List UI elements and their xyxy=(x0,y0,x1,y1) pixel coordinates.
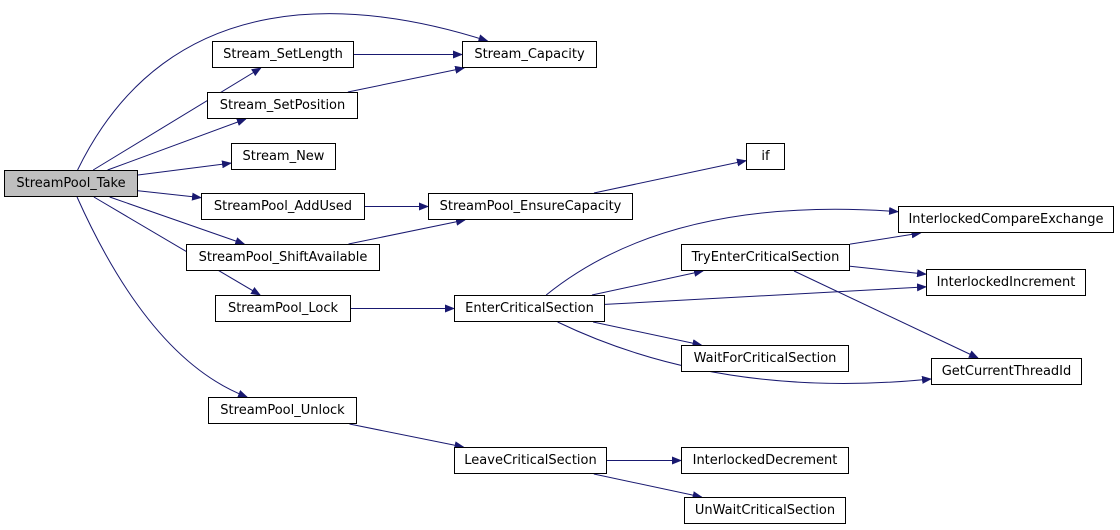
edge-enter-to-icx xyxy=(545,206,899,296)
edge-leave-to-unwait xyxy=(593,473,703,500)
node-stream-setlength[interactable]: Stream_SetLength xyxy=(212,41,354,68)
edge-enter-to-tryenter xyxy=(591,268,705,296)
edge-ensure-to-if xyxy=(593,158,747,194)
node-getcurrentthreadid[interactable]: GetCurrentThreadId xyxy=(931,358,1082,385)
node-streampool-ensurecapacity[interactable]: StreamPool_EnsureCapacity xyxy=(428,193,633,220)
edge-unlock-to-leave xyxy=(349,423,465,450)
edge-take-to-addused xyxy=(137,190,202,201)
node-entercriticalsection[interactable]: EnterCriticalSection xyxy=(454,295,605,322)
node-streampool-take[interactable]: StreamPool_Take xyxy=(4,170,138,197)
node-waitforcriticalsection[interactable]: WaitForCriticalSection xyxy=(681,345,849,372)
edge-tryenter-to-gettid xyxy=(793,270,979,359)
edge-take-to-lock xyxy=(93,196,261,296)
edge-take-to-shift xyxy=(109,196,246,245)
edge-enter-to-gettid xyxy=(557,321,932,384)
node-if[interactable]: if xyxy=(746,143,785,170)
node-tryentercriticalsection[interactable]: TryEnterCriticalSection xyxy=(681,244,850,271)
edge-tryenter-to-icx xyxy=(849,230,922,245)
node-stream-capacity[interactable]: Stream_Capacity xyxy=(462,41,597,68)
edge-take-to-unlock xyxy=(76,196,249,398)
edge-take-to-capacity xyxy=(77,13,489,171)
edge-tryenter-to-iinc xyxy=(849,265,927,278)
node-stream-setposition[interactable]: Stream_SetPosition xyxy=(207,92,358,119)
node-interlockeddecrement[interactable]: InterlockedDecrement xyxy=(681,447,849,474)
edge-enter-to-wait xyxy=(592,321,703,348)
node-interlockedincrement[interactable]: InterlockedIncrement xyxy=(926,269,1086,296)
edge-take-to-new xyxy=(137,160,232,176)
node-streampool-shiftavailable[interactable]: StreamPool_ShiftAvailable xyxy=(186,244,380,271)
edge-take-to-setlength xyxy=(92,67,262,171)
edge-enter-to-iinc xyxy=(604,283,927,305)
node-stream-new[interactable]: Stream_New xyxy=(231,143,336,170)
node-streampool-addused[interactable]: StreamPool_AddUsed xyxy=(201,193,365,220)
node-interlockedcompareexchange[interactable]: InterlockedCompareExchange xyxy=(898,206,1114,233)
node-leavecriticalsection[interactable]: LeaveCriticalSection xyxy=(454,447,607,474)
edge-shift-to-ensure xyxy=(348,217,466,245)
edge-setposition-to-capacity xyxy=(347,65,466,93)
node-unwaitcriticalsection[interactable]: UnWaitCriticalSection xyxy=(684,497,846,524)
node-streampool-lock[interactable]: StreamPool_Lock xyxy=(215,295,351,322)
node-streampool-unlock[interactable]: StreamPool_Unlock xyxy=(208,397,357,424)
edge-take-to-setposition xyxy=(107,118,247,171)
